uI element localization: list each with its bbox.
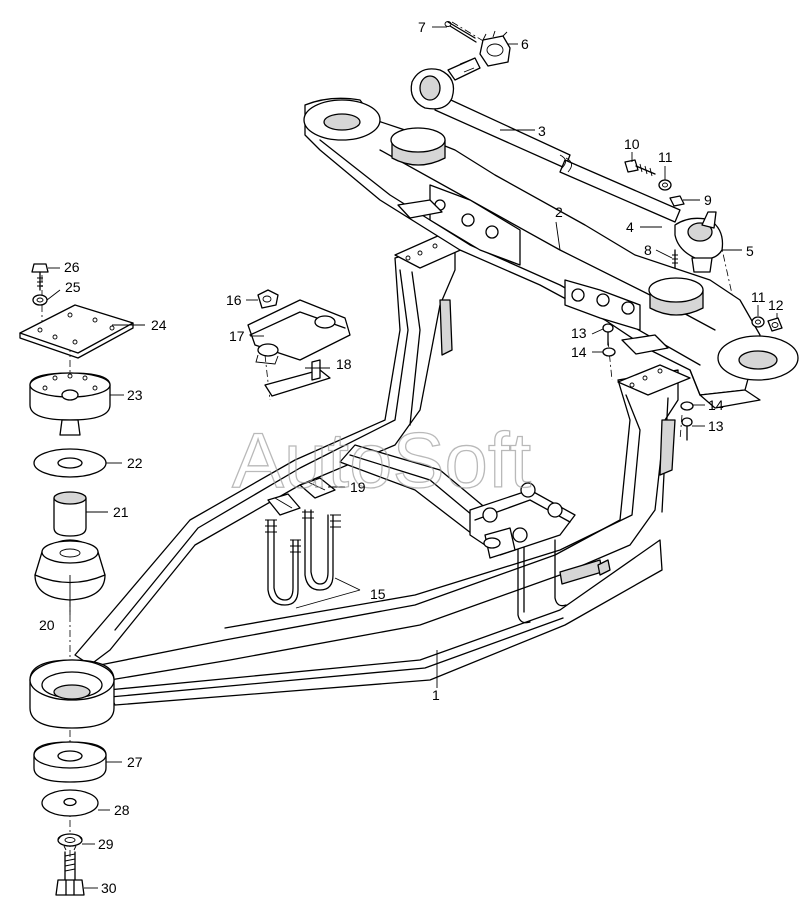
callout-9: 9 (704, 192, 712, 208)
nut-part-12 (767, 317, 783, 332)
a-frame-part-1 (29, 234, 691, 729)
lateral-rod-part-3-4 (410, 57, 681, 223)
callout-20: 20 (39, 617, 55, 633)
callout-13-lower: 13 (708, 418, 724, 434)
callout-16: 16 (226, 292, 242, 308)
washer-part-27 (33, 741, 107, 783)
washer-part-14-lower (680, 401, 694, 411)
wedge-part-18 (264, 359, 331, 397)
flange-part-23 (29, 372, 111, 436)
leader-lines (46, 26, 778, 889)
callout-29: 29 (98, 836, 114, 852)
spacer-part-19 (267, 477, 336, 516)
callout-11-right: 11 (751, 289, 766, 305)
callout-23: 23 (127, 387, 143, 403)
callout-3: 3 (538, 123, 546, 139)
callout-8: 8 (644, 242, 652, 258)
bolt-part-8 (672, 249, 678, 269)
callout-4: 4 (626, 219, 634, 235)
bolt-part-10 (624, 159, 656, 177)
cross-beam-part-2 (303, 97, 799, 409)
washer-part-28 (41, 789, 99, 817)
bolt-part-26 (31, 263, 49, 291)
callout-labels: 1 2 3 4 5 6 7 8 9 10 11 11 12 13 13 14 1… (39, 19, 784, 896)
callout-21: 21 (113, 504, 129, 520)
cotter-pin-part-7 (444, 21, 477, 43)
callout-22: 22 (127, 455, 143, 471)
callout-19: 19 (350, 479, 366, 495)
callout-26: 26 (64, 259, 80, 275)
callout-6: 6 (521, 36, 529, 52)
callout-1: 1 (432, 687, 440, 703)
callout-30: 30 (101, 880, 117, 896)
bolt-part-30 (55, 851, 85, 896)
axle-clamp-assembly (469, 482, 611, 576)
rubber-mount-part-20 (34, 539, 106, 601)
callout-18: 18 (336, 356, 352, 372)
callout-24: 24 (151, 317, 167, 333)
bolt-part-13-upper (602, 323, 614, 346)
callout-13-upper: 13 (571, 325, 587, 341)
callout-2: 2 (555, 204, 563, 220)
callout-27: 27 (127, 754, 143, 770)
washer-part-11-right (751, 316, 765, 328)
callout-25: 25 (65, 279, 81, 295)
washer-part-11-top (658, 179, 672, 191)
bushing-part-21 (53, 491, 87, 537)
plate-part-24 (19, 304, 134, 359)
ball-joint-part-5 (674, 211, 724, 273)
washer-part-14-upper (602, 347, 616, 357)
lock-washer-part-29 (57, 833, 83, 851)
callout-15: 15 (370, 586, 386, 602)
bolt-part-13-lower (681, 417, 693, 441)
washer-part-22 (33, 448, 107, 478)
nut-part-16 (257, 289, 279, 309)
callout-5: 5 (746, 243, 754, 259)
u-bolt-part-15 (265, 509, 567, 624)
callout-17: 17 (229, 328, 245, 344)
clamp-plate-part-17 (247, 299, 351, 365)
callout-14-upper: 14 (571, 344, 587, 360)
washer-part-25 (32, 294, 48, 306)
nut-part-6 (479, 30, 511, 67)
callout-10: 10 (624, 136, 640, 152)
callout-28: 28 (114, 802, 130, 818)
nut-part-9 (669, 195, 685, 207)
callout-12: 12 (768, 297, 784, 313)
callout-11-top: 11 (658, 149, 673, 165)
callout-14-lower: 14 (708, 397, 724, 413)
callout-7: 7 (418, 19, 426, 35)
watermark: AutoSoft (232, 416, 532, 504)
